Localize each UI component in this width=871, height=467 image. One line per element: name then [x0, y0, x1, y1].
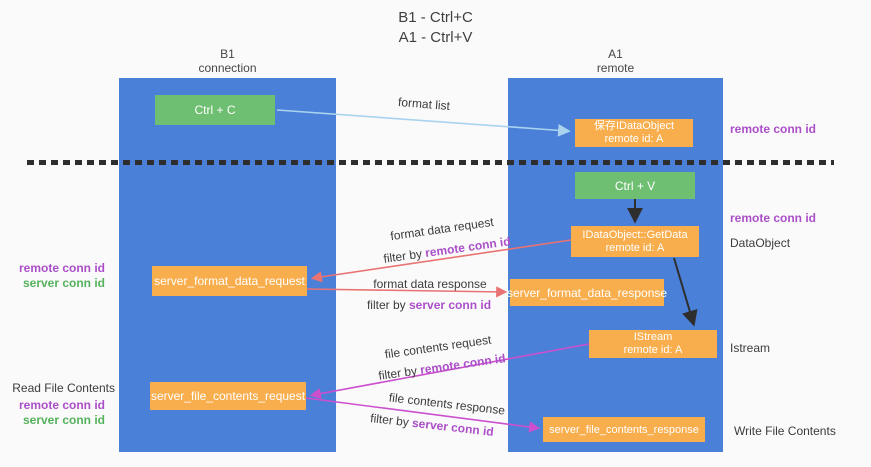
server-format-data-response-box: server_format_data_response	[506, 279, 668, 306]
server-file-contents-response-label: server_file_contents_response	[549, 423, 699, 436]
filter-by-text: filter by	[366, 298, 406, 312]
format-list-label: format list	[397, 94, 451, 114]
ctrl-v-box: Ctrl + V	[575, 172, 695, 199]
lane-b1-role: connection	[198, 61, 257, 75]
save-dataobject-line2: remote id: A	[604, 133, 664, 145]
server-conn-id-annotation-left-2: server conn id	[22, 413, 105, 427]
server-conn-id-annotation-left-1: server conn id	[22, 276, 105, 290]
write-file-contents-annotation: Write File Contents	[734, 424, 836, 438]
left-conn-id-block-1: remote conn id server conn id	[10, 261, 105, 291]
server-format-data-response-label: server_format_data_response	[506, 285, 668, 300]
istream-annotation: Istream	[730, 341, 771, 355]
getdata-box: IDataObject::GetData remote id: A	[571, 226, 699, 257]
lane-header-a1: A1 remote	[508, 47, 723, 75]
title-line-2: A1 - Ctrl+V	[398, 29, 473, 46]
remote-conn-id-annotation-left-2: remote conn id	[18, 398, 105, 412]
ctrl-v-label: Ctrl + V	[614, 178, 656, 193]
server-format-data-request-box: server_format_data_request	[152, 266, 307, 296]
filter-by-text: filter by	[382, 246, 423, 266]
format-data-response-label: format data response	[373, 277, 487, 291]
filter-by-text: filter by	[369, 411, 410, 430]
filter-by-text: filter by	[377, 363, 418, 383]
filter-by-server-conn-id-label-1: filter by server conn id	[367, 298, 491, 312]
lane-a1-name: A1	[608, 47, 623, 61]
lane-b1-name: B1	[220, 47, 235, 61]
diagram-title: B1 - Ctrl+C A1 - Ctrl+V	[0, 8, 871, 48]
istream-box: IStream remote id: A	[589, 330, 717, 358]
server-conn-id-text: server conn id	[411, 415, 495, 439]
server-file-contents-response-box: server_file_contents_response	[543, 417, 705, 442]
server-file-contents-request-box: server_file_contents_request	[150, 382, 306, 410]
save-dataobject-line1: 保存IDataObject	[593, 120, 675, 132]
server-format-data-request-label: server_format_data_request	[154, 274, 305, 288]
istream-line2: remote id: A	[623, 344, 683, 356]
ctrl-c-box: Ctrl + C	[155, 95, 275, 125]
remote-conn-id-text: remote conn id	[419, 351, 507, 377]
remote-conn-id-annotation-mid: remote conn id	[730, 211, 817, 225]
remote-conn-id-annotation-left-1: remote conn id	[18, 261, 105, 275]
dataobject-annotation: DataObject	[730, 236, 791, 250]
getdata-line2: remote id: A	[605, 241, 665, 254]
save-dataobject-box: 保存IDataObject remote id: A	[575, 119, 693, 147]
ctrl-c-label: Ctrl + C	[194, 103, 236, 117]
read-file-contents-annotation: Read File Contents	[12, 381, 115, 395]
filter-by-server-conn-id-label-2: filter by server conn id	[370, 411, 495, 439]
file-contents-response-label: file contents response	[388, 390, 506, 418]
left-conn-id-block-2: remote conn id server conn id	[10, 398, 105, 428]
separator-dashed-line	[27, 160, 834, 165]
server-file-contents-request-label: server_file_contents_request	[150, 389, 306, 403]
istream-line1: IStream	[633, 331, 673, 343]
lane-a1-role: remote	[596, 61, 635, 75]
server-conn-id-text: server conn id	[409, 298, 492, 312]
remote-conn-id-annotation-top: remote conn id	[730, 122, 817, 136]
getdata-line1: IDataObject::GetData	[582, 228, 688, 241]
remote-conn-id-text: remote conn id	[424, 234, 512, 260]
title-line-1: B1 - Ctrl+C	[398, 9, 473, 26]
lane-header-b1: B1 connection	[119, 47, 336, 75]
